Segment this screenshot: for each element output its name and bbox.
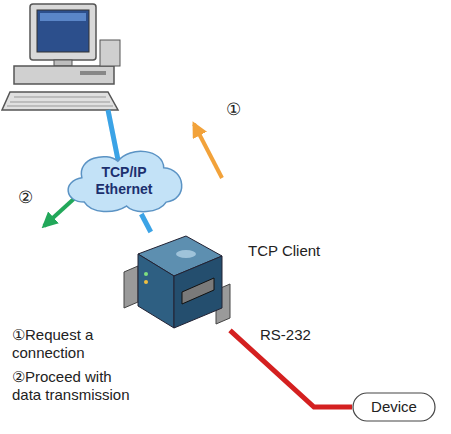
node-heading: TCP Client [248,242,320,260]
nport-outline [124,232,230,332]
status-led [144,280,148,284]
edge-label: RS-232 [258,326,313,344]
keyboard [2,92,118,110]
device-server-icon [124,236,230,328]
node-label: TCP/IP Ethernet [84,164,164,198]
computer-icon [2,4,120,110]
screen-bar [40,13,86,21]
ethernet-cable [108,110,118,160]
drive-slot [80,71,106,75]
status-led [144,272,148,276]
ethernet-link [141,214,150,232]
serial-device: Device [352,392,436,422]
logo-plate [176,250,196,258]
screen [37,10,89,52]
legend-note: ②Proceed with data transmission [12,368,138,404]
device-server: TCP Client [124,232,230,332]
mounting-ear [124,266,138,308]
callout-number: ① [226,100,250,120]
callout-number: ② [18,188,42,208]
case-side [138,254,174,328]
monitor [30,4,96,60]
tower-side [100,40,120,66]
network-cloud: TCP/IP Ethernet [62,148,186,214]
case-front [174,256,222,328]
serial-port [182,278,214,304]
keyboard-keys [7,97,113,106]
legend-note: ①Request a connection [12,326,124,362]
cloud-shape [68,151,182,211]
device-outline [353,393,435,421]
monitor-stand [54,60,72,66]
request-arrow [194,124,222,178]
desktop-case [14,66,114,84]
node-label: Device [371,398,417,416]
